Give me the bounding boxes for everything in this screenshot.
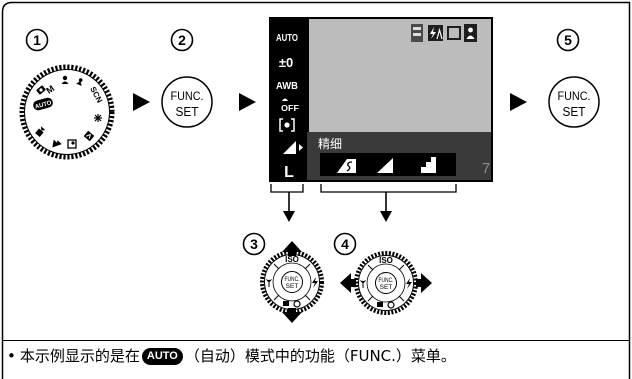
- fireworks-icon: [94, 114, 102, 122]
- step-4-number: 4: [341, 236, 349, 252]
- mode-dial-auto-label: AUTO: [34, 100, 52, 110]
- control-dial-center-line2: SET: [380, 284, 393, 291]
- func-set-button-line2: SET: [176, 104, 199, 119]
- self-portrait-icon: [464, 24, 477, 42]
- lcd-menu-exposure: ±0: [279, 55, 293, 70]
- control-dial-left-right: FUNC. SET ISO: [354, 251, 418, 315]
- flash-icon: [312, 277, 318, 288]
- left-arrow: [340, 273, 356, 293]
- note-line: • 本示例显示的是在 AUTO （自动）模式中的功能（FUNC.）菜单。: [7, 346, 456, 366]
- fine-icon: [377, 158, 393, 173]
- my-colors-icon: [282, 98, 288, 101]
- step-1-number: 1: [33, 32, 41, 48]
- mode-dial-auto-badge: AUTO: [33, 97, 53, 111]
- landscape-icon: [52, 139, 62, 148]
- resolution-bracket: [270, 184, 304, 193]
- lcd-selected-option-label: 精细: [318, 137, 342, 151]
- down-arrow-right: [380, 192, 392, 222]
- submenu-arrow-icon: [299, 144, 303, 151]
- func-set-button-line2: SET: [563, 104, 586, 119]
- flash-icon: [406, 278, 412, 289]
- note-text-before: 本示例显示的是在: [19, 347, 140, 365]
- lcd-menu-shooting-mode: AUTO: [276, 33, 298, 44]
- next-step-arrow-1: [133, 93, 150, 111]
- flicker-icon: [411, 24, 423, 42]
- step-1-marker: 1: [25, 28, 49, 52]
- step-4-marker: 4: [333, 232, 357, 256]
- next-step-arrow-2: [239, 93, 256, 111]
- kids-pets-icon: [76, 78, 83, 86]
- options-bracket: [320, 184, 457, 193]
- normal-icon: [421, 157, 436, 173]
- func-set-button-line1: FUNC.: [171, 89, 204, 103]
- mode-dial-knurl: [19, 64, 115, 160]
- portrait-icon: [61, 75, 69, 84]
- note-bullet: •: [7, 347, 16, 365]
- control-dial-center-line2: SET: [286, 283, 299, 290]
- lcd-screen: AUTO ±0 AWB OFF L 精细 7: [269, 17, 493, 182]
- auto-mode-badge: AUTO: [141, 347, 183, 365]
- shots-remaining: 7: [482, 160, 490, 177]
- control-dial-center-line1: FUNC.: [379, 278, 394, 284]
- right-arrow: [416, 273, 432, 293]
- mode-dial-manual-label: M: [44, 83, 56, 95]
- sports-icon: [83, 130, 95, 142]
- macro-icon: [266, 279, 272, 287]
- control-dial-center-line1: FUNC.: [285, 277, 300, 283]
- step-2-number: 2: [178, 32, 186, 48]
- func-set-button-step5: FUNC. SET: [548, 76, 600, 128]
- lcd-live-image: [309, 19, 491, 132]
- func-set-center-button: [281, 271, 303, 293]
- func-set-button-line1: FUNC.: [558, 89, 591, 103]
- lcd-menu-resolution: L: [284, 164, 294, 181]
- down-arrow: [282, 308, 302, 323]
- down-arrow-left: [283, 192, 295, 222]
- up-arrow: [282, 241, 302, 256]
- night-icon: [67, 139, 77, 149]
- mode-dial-face: [24, 69, 110, 155]
- continuous-icon: [283, 301, 289, 306]
- func-set-center-button: [375, 272, 397, 294]
- macro-icon: [360, 280, 366, 288]
- self-timer-icon: [293, 300, 301, 308]
- control-dial-iso-label: ISO: [285, 255, 299, 264]
- mode-dial: M AUTO SCN: [19, 64, 115, 160]
- camera-icon: [36, 85, 46, 95]
- continuous-icon: [377, 302, 383, 307]
- lcd-menu-my-colors-label: OFF: [281, 104, 299, 113]
- next-step-arrow-3: [510, 93, 527, 111]
- step-3-number: 3: [250, 236, 258, 252]
- control-dial-iso-label: ISO: [379, 256, 393, 265]
- metering-icon: [279, 118, 295, 132]
- movie-icon: [35, 126, 46, 137]
- step-5-marker: 5: [556, 28, 580, 52]
- lcd-menu-white-balance: AWB: [276, 81, 298, 92]
- step-2-marker: 2: [170, 28, 194, 52]
- display-frame-icon: [447, 26, 461, 40]
- step-5-number: 5: [564, 32, 572, 48]
- compression-icon: [283, 141, 303, 154]
- func-set-button-step2: FUNC. SET: [161, 76, 213, 128]
- step-3-marker: 3: [242, 232, 266, 256]
- control-dial-up-down: FUNC. SET ISO: [260, 250, 324, 314]
- self-timer-icon: [387, 301, 395, 309]
- note-text-after: （自动）模式中的功能（FUNC.）菜单。: [184, 347, 456, 365]
- flash-auto-icon: [428, 25, 443, 41]
- superfine-icon: [337, 159, 356, 173]
- lcd-menu-my-colors: OFF: [281, 98, 299, 113]
